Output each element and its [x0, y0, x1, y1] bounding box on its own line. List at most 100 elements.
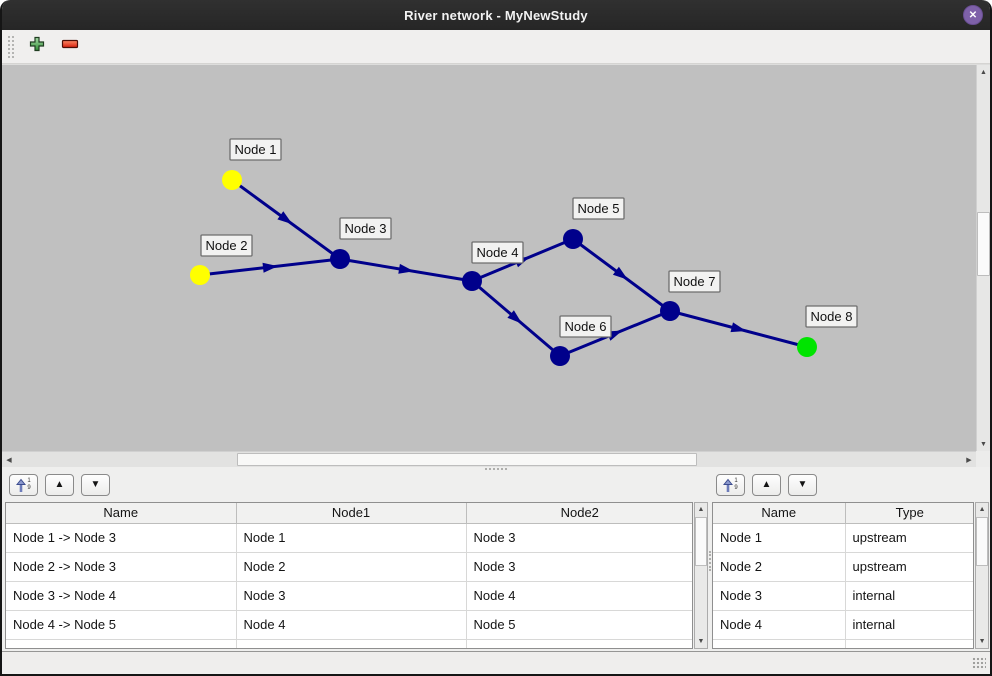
table-cell[interactable]: Node 3 -> Node 4: [6, 580, 237, 611]
sort-digit-bottom: 9: [734, 485, 738, 491]
canvas-horizontal-scrollbar[interactable]: ◀ ▶: [2, 451, 976, 467]
node-label-box: [471, 241, 524, 264]
branches-toolbar: 1 9 ▲ ▼: [5, 471, 708, 500]
scroll-down-icon[interactable]: ▼: [978, 638, 986, 645]
table-cell[interactable]: Node 3: [713, 580, 846, 611]
table-cell[interactable]: Node 2 -> Node 3: [6, 551, 237, 582]
node-label: Node 6: [565, 319, 607, 334]
splitter-dots-icon: [709, 551, 711, 571]
plus-icon: [29, 36, 45, 57]
table-cell[interactable]: upstream: [844, 522, 974, 553]
table-cell[interactable]: upstream: [844, 551, 974, 582]
node-label: Node 4: [477, 245, 519, 260]
scroll-down-icon[interactable]: ▼: [980, 440, 987, 448]
edge-arrow-icon: [730, 322, 747, 333]
scroll-up-icon[interactable]: ▲: [697, 506, 705, 513]
down-triangle-icon: ▼: [90, 479, 101, 490]
column-header[interactable]: Name: [6, 503, 237, 524]
sort-button[interactable]: 1 9: [716, 474, 745, 496]
column-header[interactable]: Name: [713, 503, 846, 524]
graph-node[interactable]: [222, 170, 242, 190]
table-cell[interactable]: Node 3: [235, 580, 467, 611]
vertical-scroll-thumb[interactable]: [977, 212, 990, 276]
table-row[interactable]: [6, 638, 693, 648]
graph-node[interactable]: [190, 265, 210, 285]
move-up-button[interactable]: ▲: [45, 474, 74, 496]
graph-node[interactable]: [797, 337, 817, 357]
table-scroll-thumb[interactable]: [976, 517, 989, 566]
titlebar: River network - MyNewStudy ✕: [2, 0, 990, 30]
resize-grip-icon[interactable]: [972, 657, 986, 670]
graph-node[interactable]: [550, 346, 570, 366]
table-cell[interactable]: Node 1: [235, 522, 467, 553]
down-triangle-icon: ▼: [797, 479, 808, 490]
horizontal-scroll-thumb[interactable]: [237, 453, 697, 466]
node-label: Node 1: [235, 142, 277, 157]
horizontal-splitter[interactable]: [2, 467, 990, 471]
add-node-button[interactable]: [24, 34, 50, 60]
graph-node[interactable]: [330, 249, 350, 269]
table-scroll-thumb[interactable]: [695, 517, 708, 566]
scroll-down-icon[interactable]: ▼: [697, 638, 705, 645]
scroll-up-icon[interactable]: ▲: [978, 506, 986, 513]
graph-node[interactable]: [660, 301, 680, 321]
column-header[interactable]: Type: [844, 503, 974, 524]
up-triangle-icon: ▲: [761, 479, 772, 490]
vertical-splitter[interactable]: [708, 471, 712, 651]
edge-arrow-icon: [398, 263, 414, 274]
table-cell[interactable]: [235, 638, 467, 648]
table-cell[interactable]: [713, 638, 846, 648]
branches-table-scrollbar[interactable]: ▲ ▼: [694, 502, 708, 649]
toolbar-grip-handle[interactable]: [8, 35, 14, 58]
scroll-up-icon[interactable]: ▲: [980, 68, 987, 76]
table-cell[interactable]: [6, 638, 237, 648]
move-down-button[interactable]: ▼: [788, 474, 817, 496]
move-down-button[interactable]: ▼: [81, 474, 110, 496]
node-label-box: [805, 305, 858, 328]
table-cell[interactable]: [844, 638, 974, 648]
scroll-left-icon[interactable]: ◀: [6, 457, 12, 464]
table-cell[interactable]: [465, 638, 693, 648]
sort-button[interactable]: 1 9: [9, 474, 38, 496]
node-label-box: [668, 270, 721, 293]
table-row[interactable]: [713, 638, 974, 648]
column-header[interactable]: Node2: [465, 503, 693, 524]
scroll-right-icon[interactable]: ▶: [966, 457, 972, 464]
table-cell[interactable]: Node 1: [713, 522, 846, 553]
table-cell[interactable]: Node 3: [465, 522, 693, 553]
table-cell[interactable]: Node 5: [465, 609, 693, 640]
table-cell[interactable]: Node 2: [713, 551, 846, 582]
table-cell[interactable]: Node 3: [465, 551, 693, 582]
remove-node-button[interactable]: [57, 34, 83, 60]
table-cell[interactable]: Node 4: [465, 580, 693, 611]
hscroll-row: ◀ ▶: [2, 451, 990, 467]
table-cell[interactable]: Node 1 -> Node 3: [6, 522, 237, 553]
graph-node[interactable]: [563, 229, 583, 249]
table-cell[interactable]: internal: [844, 609, 974, 640]
close-button[interactable]: ✕: [963, 5, 983, 25]
table-cell[interactable]: Node 4 -> Node 5: [6, 609, 237, 640]
table-cell[interactable]: Node 4: [235, 609, 467, 640]
table-cell[interactable]: internal: [844, 580, 974, 611]
canvas-vertical-scrollbar[interactable]: ▲ ▼: [976, 65, 990, 451]
nodes-table-scrollbar[interactable]: ▲ ▼: [975, 502, 989, 649]
table-cell[interactable]: Node 4: [713, 609, 846, 640]
up-triangle-icon: ▲: [54, 479, 65, 490]
column-header[interactable]: Node1: [235, 503, 467, 524]
table-cell[interactable]: Node 2: [235, 551, 467, 582]
graph-node[interactable]: [462, 271, 482, 291]
move-up-button[interactable]: ▲: [752, 474, 781, 496]
